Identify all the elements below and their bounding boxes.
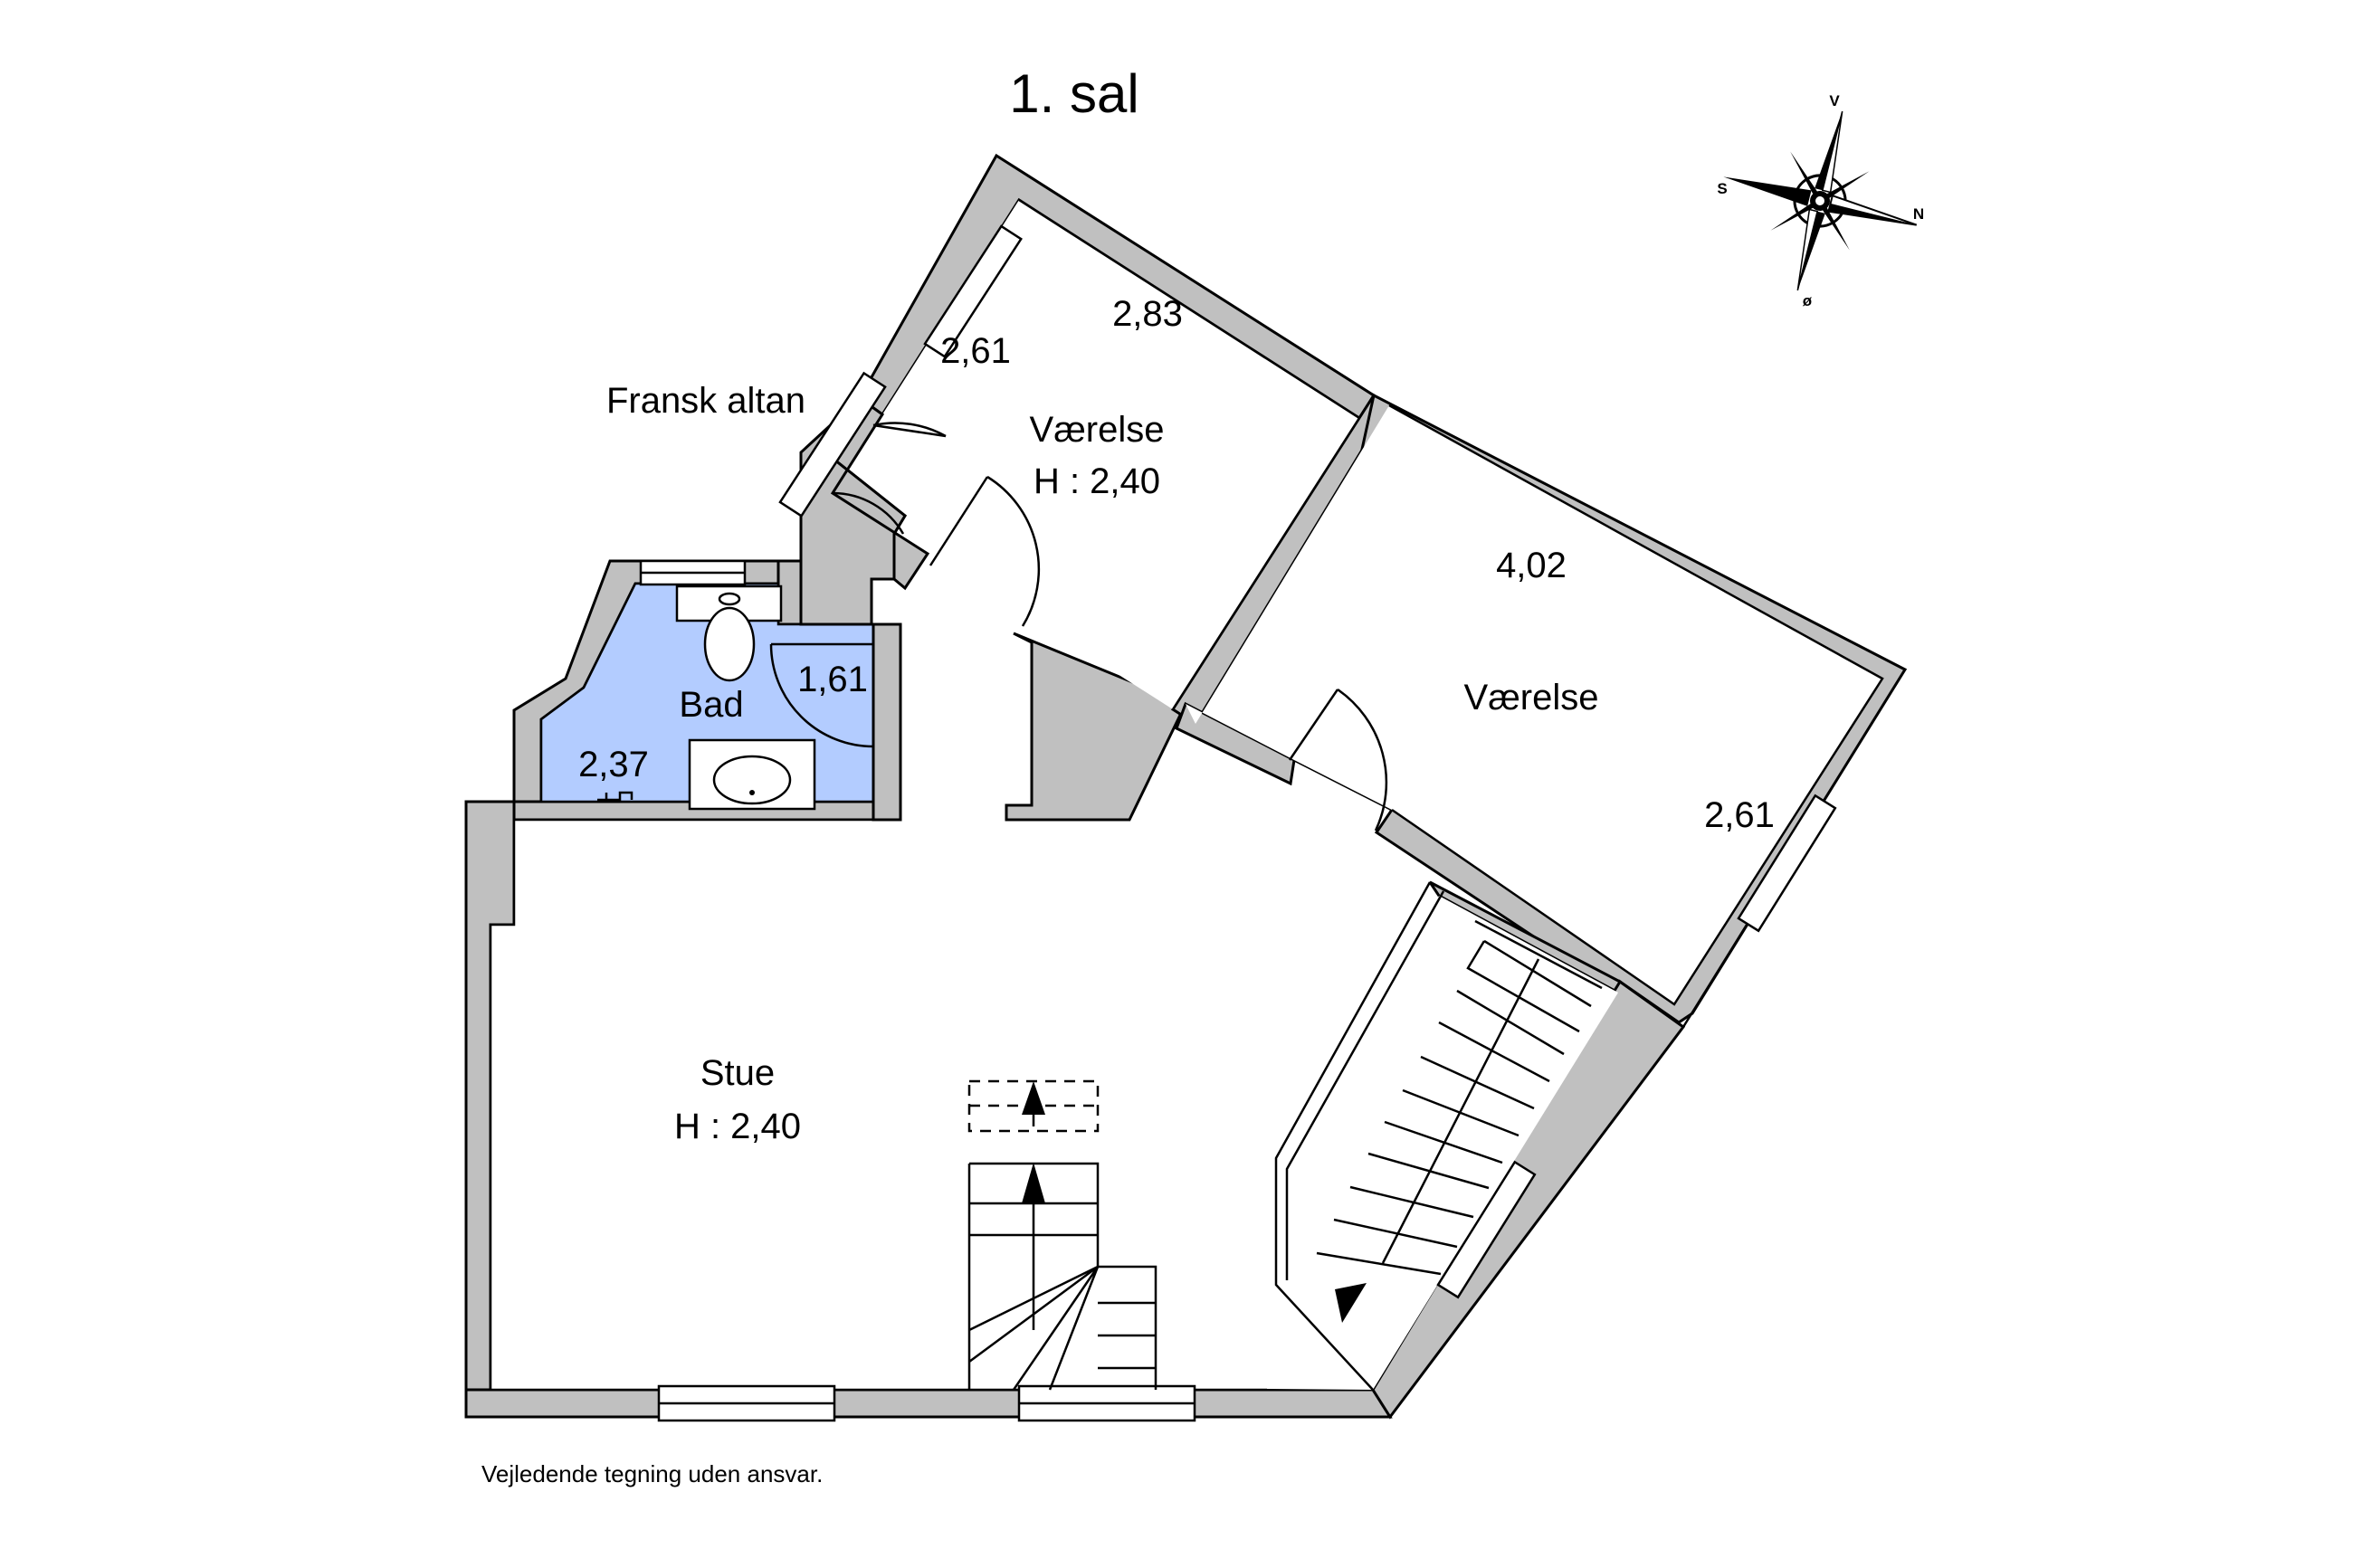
label-bad: Bad (679, 685, 743, 725)
compass-rose-icon (1723, 110, 1918, 291)
bathroom (512, 559, 875, 811)
dim-vaerelse-top-depth: 2,61 (940, 331, 1011, 371)
label-stue: Stue (700, 1053, 775, 1093)
label-fransk-altan: Fransk altan (606, 381, 805, 421)
stairs-stue (967, 1079, 1157, 1391)
window-balcony (778, 371, 887, 518)
sink-icon (688, 738, 816, 811)
dim-bad-width: 2,37 (578, 745, 649, 784)
label-vaerelse-top: Værelse (1030, 410, 1165, 450)
stairs-right (1267, 880, 1686, 1420)
disclaimer: Vejledende tegning uden ansvar. (481, 1460, 823, 1487)
door-vaerelse-top (986, 475, 1041, 627)
compass-east: ø (1803, 292, 1813, 309)
dim-vaerelse-top-width: 2,83 (1112, 294, 1183, 334)
french-balcony (778, 371, 947, 591)
dim-vaerelse-right-width: 4,02 (1496, 546, 1567, 585)
label-vaerelse-right: Værelse (1464, 678, 1599, 717)
floor-title: 1. sal (1009, 63, 1138, 124)
stair-arrow-up (1022, 1163, 1045, 1203)
window-vaerelse-right (1737, 794, 1837, 933)
stue-walls (464, 800, 1393, 1419)
door-vaerelse-right (1337, 688, 1388, 832)
compass-north: N (1913, 205, 1924, 223)
stair-arrow-up-top (1022, 1081, 1045, 1115)
window-stairs (1436, 1160, 1537, 1299)
faucet-icon (597, 791, 634, 802)
window-vaerelse-top (923, 224, 1023, 358)
stair-arrow-down (1335, 1283, 1367, 1323)
vaerelse-right (1175, 393, 1908, 1028)
door-balcony (872, 422, 947, 438)
label-stue-height: H : 2,40 (674, 1107, 801, 1146)
compass-west: V (1829, 92, 1840, 109)
stair-treads (1316, 919, 1603, 1276)
dim-vaerelse-right-depth: 2,61 (1704, 795, 1775, 835)
dim-bad-depth: 1,61 (797, 660, 868, 699)
compass-south: S (1717, 180, 1727, 197)
door-bad (769, 642, 874, 748)
label-vaerelse-top-height: H : 2,40 (1034, 461, 1160, 501)
vaerelse-top (858, 153, 1392, 727)
